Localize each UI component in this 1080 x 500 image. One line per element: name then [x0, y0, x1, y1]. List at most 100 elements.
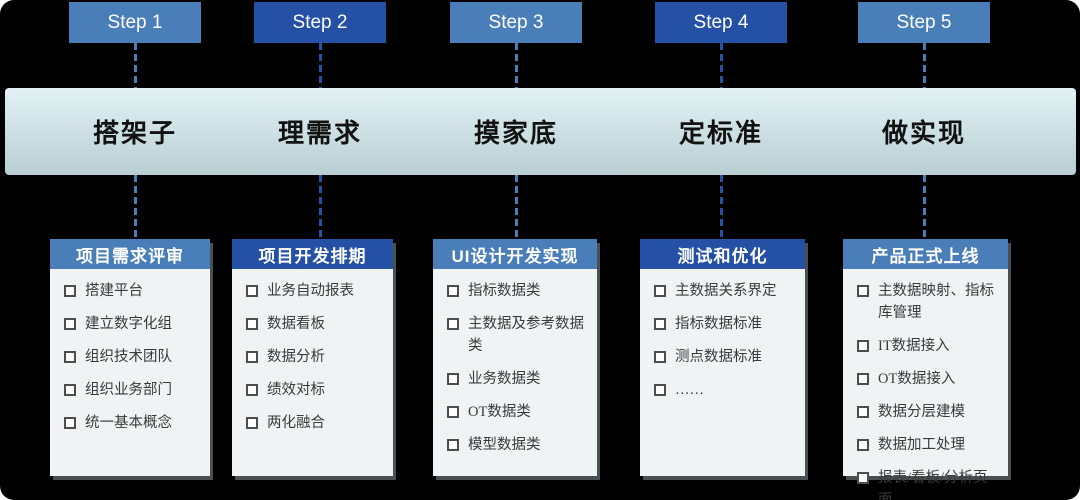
step-card: 项目需求评审 搭建平台建立数字化组组织技术团队组织业务部门统一基本概念: [50, 239, 210, 476]
dashed-connector-bottom: [514, 175, 518, 239]
card-item: OT数据类: [445, 401, 589, 423]
card-item: 主数据及参考数据类: [445, 313, 589, 357]
card-item-label: 数据看板: [267, 316, 325, 332]
card-item-label: 报表/看板/分析页面: [878, 470, 988, 500]
card-item-label: 指标数据标准: [675, 316, 762, 332]
card-item: 数据看板: [244, 313, 385, 335]
checkbox-bullet-icon: [857, 472, 869, 484]
checkbox-bullet-icon: [64, 285, 76, 297]
checkbox-bullet-icon: [857, 439, 869, 451]
checkbox-bullet-icon: [447, 439, 459, 451]
card-item: 搭建平台: [62, 280, 202, 302]
card-item-label: 数据分析: [267, 349, 325, 365]
card-item: 业务数据类: [445, 368, 589, 390]
card-item: 统一基本概念: [62, 412, 202, 434]
card-item-label: IT数据接入: [878, 338, 950, 354]
card-item-label: 业务自动报表: [267, 283, 354, 299]
step-card: 产品正式上线 主数据映射、指标库管理 IT数据接入 OT数据接入数据分层建模数据加工…: [843, 239, 1008, 500]
card-item-list: 指标数据类主数据及参考数据类业务数据类 OT数据类模型数据类: [433, 269, 597, 467]
checkbox-bullet-icon: [654, 384, 666, 396]
dashed-connector-bottom: [318, 175, 322, 239]
card-item: IT数据接入: [855, 335, 1000, 357]
card-item: 组织业务部门: [62, 379, 202, 401]
card-item-list: 业务自动报表数据看板数据分析绩效对标两化融合: [232, 269, 393, 445]
card-item-list: 搭建平台建立数字化组组织技术团队组织业务部门统一基本概念: [50, 269, 210, 445]
card-item-label: 组织技术团队: [85, 349, 172, 365]
card-item: 指标数据类: [445, 280, 589, 302]
checkbox-bullet-icon: [246, 384, 258, 396]
card-item: 指标数据标准: [652, 313, 797, 335]
checkbox-bullet-icon: [654, 351, 666, 363]
card-item: 报表/看板/分析页面: [855, 467, 1000, 500]
checkbox-bullet-icon: [64, 318, 76, 330]
bar-phase-label: 定标准: [678, 118, 763, 148]
card-item-label: 数据加工处理: [878, 437, 965, 453]
checkbox-bullet-icon: [447, 406, 459, 418]
card-item-label: 组织业务部门: [85, 382, 172, 398]
checkbox-bullet-icon: [447, 373, 459, 385]
checkbox-bullet-icon: [857, 406, 869, 418]
dashed-connector-bottom: [719, 175, 723, 239]
card-title: 项目需求评审: [50, 239, 210, 269]
card-item-label: 测点数据标准: [675, 349, 762, 365]
dashed-connector-top: [514, 43, 518, 88]
checkbox-bullet-icon: [654, 285, 666, 297]
card-item: 数据分析: [244, 346, 385, 368]
dashed-connector-top: [318, 43, 322, 88]
card-item: 数据加工处理: [855, 434, 1000, 456]
step-badge: Step 2: [254, 2, 386, 43]
bar-phase-label: 做实现: [881, 118, 966, 148]
card-item-label: 主数据映射、指标库管理: [878, 283, 994, 321]
card-item-label: 绩效对标: [267, 382, 325, 398]
card-item-label: OT数据类: [468, 404, 531, 420]
dashed-connector-bottom: [133, 175, 137, 239]
step-badge: Step 1: [69, 2, 201, 43]
checkbox-bullet-icon: [64, 351, 76, 363]
step-badge: Step 5: [858, 2, 990, 43]
card-item: OT数据接入: [855, 368, 1000, 390]
card-item: 绩效对标: [244, 379, 385, 401]
card-item: 主数据关系界定: [652, 280, 797, 302]
dashed-connector-top: [922, 43, 926, 88]
checkbox-bullet-icon: [64, 384, 76, 396]
dashed-connector-top: [719, 43, 723, 88]
card-item-label: 建立数字化组: [85, 316, 172, 332]
card-item-label: 统一基本概念: [85, 415, 172, 431]
process-gradient-bar: [5, 88, 1076, 175]
card-item-label: ……: [675, 382, 704, 398]
card-item: 数据分层建模: [855, 401, 1000, 423]
card-item-label: 搭建平台: [85, 283, 143, 299]
card-title: 项目开发排期: [232, 239, 393, 269]
card-item: ……: [652, 379, 797, 401]
dashed-connector-top: [133, 43, 137, 88]
card-item: 两化融合: [244, 412, 385, 434]
card-item-label: 数据分层建模: [878, 404, 965, 420]
bar-phase-label: 摸家底: [473, 118, 558, 148]
card-item-label: 两化融合: [267, 415, 325, 431]
card-item: 业务自动报表: [244, 280, 385, 302]
card-item-list: 主数据关系界定指标数据标准测点数据标准 ……: [640, 269, 805, 412]
card-item-label: 主数据关系界定: [675, 283, 777, 299]
step-badge: Step 4: [655, 2, 787, 43]
checkbox-bullet-icon: [246, 285, 258, 297]
checkbox-bullet-icon: [654, 318, 666, 330]
card-item-label: OT数据接入: [878, 371, 956, 387]
card-item-label: 指标数据类: [468, 283, 541, 299]
card-item-label: 模型数据类: [468, 437, 541, 453]
bar-phase-label: 搭架子: [92, 118, 177, 148]
checkbox-bullet-icon: [64, 417, 76, 429]
checkbox-bullet-icon: [246, 318, 258, 330]
step-card: 测试和优化 主数据关系界定指标数据标准测点数据标准……: [640, 239, 805, 476]
card-title: 产品正式上线: [843, 239, 1008, 269]
card-item: 测点数据标准: [652, 346, 797, 368]
step-card: 项目开发排期 业务自动报表数据看板数据分析绩效对标两化融合: [232, 239, 393, 476]
card-item-list: 主数据映射、指标库管理 IT数据接入 OT数据接入数据分层建模数据加工处理报表/看板…: [843, 269, 1008, 500]
checkbox-bullet-icon: [246, 417, 258, 429]
card-item: 模型数据类: [445, 434, 589, 456]
card-item: 组织技术团队: [62, 346, 202, 368]
checkbox-bullet-icon: [857, 373, 869, 385]
dashed-connector-bottom: [922, 175, 926, 239]
checkbox-bullet-icon: [857, 340, 869, 352]
